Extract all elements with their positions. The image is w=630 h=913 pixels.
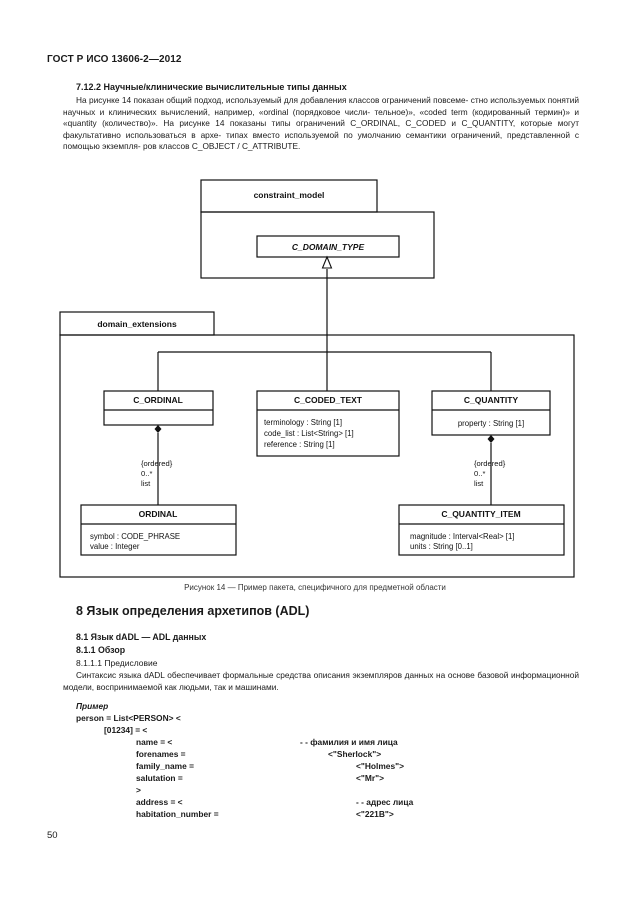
figure-caption: Рисунок 14 — Пример пакета, специфичного… xyxy=(184,583,446,592)
ordinal-multiplicity: {ordered} xyxy=(141,459,173,468)
section-8-1-1-title: 8.1.1 Обзор xyxy=(76,645,126,655)
c-quantity-label: C_QUANTITY xyxy=(464,395,519,405)
section-8-1-title: 8.1 Язык dADL — ADL данных xyxy=(76,632,207,642)
code-value: <"Holmes"> xyxy=(356,761,404,771)
c-coded-text-box xyxy=(256,390,400,457)
c-quantity-item-attr: magnitude : Interval<Real> [1] xyxy=(410,532,514,541)
constraint-model-label: constraint_model xyxy=(254,190,325,200)
c-coded-text-attr: reference : String [1] xyxy=(264,440,335,449)
composition-diamond-icon xyxy=(487,435,495,443)
quantity-multiplicity: list xyxy=(474,479,484,488)
paragraph-line: ограничений C_ORDINAL, C_CODED и C_QUANT… xyxy=(63,118,579,140)
ordinal-multiplicity: 0..* xyxy=(141,469,152,478)
c-coded-text-attr: code_list : List<String> [1] xyxy=(264,429,354,438)
domain-extensions-body xyxy=(59,334,575,578)
ordinal-box xyxy=(80,504,237,556)
c-domain-type-box xyxy=(256,235,400,258)
page-number: 50 xyxy=(47,830,58,841)
ordinal-attr: symbol : CODE_PHRASE xyxy=(90,532,180,541)
domain-extensions-label: domain_extensions xyxy=(97,319,177,329)
example-label: Пример xyxy=(76,701,109,711)
c-coded-text-attr: terminology : String [1] xyxy=(264,418,342,427)
section-8-title: 8 Язык определения архетипов (ADL) xyxy=(76,604,310,618)
c-quantity-box xyxy=(431,390,551,436)
section-7-12-2-title: 7.12.2 Научные/клинические вычислительны… xyxy=(76,82,347,92)
code-key: forenames = xyxy=(136,749,186,759)
c-coded-text-label: C_CODED_TEXT xyxy=(294,395,363,405)
code-comment: - - адрес лица xyxy=(356,797,414,807)
c-ordinal-box xyxy=(103,390,214,426)
section-8-paragraph: Синтаксис языка dADL обеспечивает формал… xyxy=(63,670,579,693)
c-quantity-item-attr: units : String [0..1] xyxy=(410,542,473,551)
generalization-arrow-icon xyxy=(321,255,333,269)
paragraph-line: тельное)», «coded term (кодированный тер… xyxy=(63,106,579,129)
code-key: name = < xyxy=(136,737,173,747)
constraint-model-tab xyxy=(200,179,378,213)
code-key: address = < xyxy=(136,797,183,807)
paragraph-line: ров классов C_OBJECT / C_ATTRIBUTE. xyxy=(143,141,301,152)
standard-header: ГОСТ Р ИСО 13606-2—2012 xyxy=(47,54,182,65)
c-quantity-item-box xyxy=(398,504,565,556)
section-8-1-1-1-title: 8.1.1.1 Предисловие xyxy=(76,658,158,668)
c-ordinal-label: C_ORDINAL xyxy=(133,395,183,405)
constraint-model-body xyxy=(200,211,435,279)
paragraph-line: На рисунке 14 показан общий подход, испо… xyxy=(76,95,469,105)
paragraph-line: типах вместо используемой по умолчанию с… xyxy=(63,129,580,152)
paragraph-line: базовой информационной модели, восприним… xyxy=(63,670,580,692)
ordinal-label: ORDINAL xyxy=(139,509,178,519)
code-value: <"Sherlock"> xyxy=(328,749,382,759)
code-value: <"221B"> xyxy=(356,809,394,819)
ordinal-attr: value : Integer xyxy=(90,542,140,551)
ordinal-multiplicity: list xyxy=(141,479,151,488)
c-quantity-attr: property : String [1] xyxy=(458,419,524,428)
code-line: [01234] = < xyxy=(104,725,148,735)
section-7-12-2-paragraph: На рисунке 14 показан общий подход, испо… xyxy=(63,95,579,153)
code-close: > xyxy=(136,785,141,795)
quantity-multiplicity: 0..* xyxy=(474,469,485,478)
code-comment: - - фамилия и имя лица xyxy=(300,737,398,747)
code-value: <"Mr"> xyxy=(356,773,384,783)
paragraph-line: стно используемых понятий научных и клин… xyxy=(63,95,579,117)
code-line: person = List<PERSON> < xyxy=(76,713,181,723)
c-quantity-item-label: C_QUANTITY_ITEM xyxy=(441,509,520,519)
composition-diamond-icon xyxy=(154,425,162,433)
quantity-multiplicity: {ordered} xyxy=(474,459,506,468)
code-key: habitation_number = xyxy=(136,809,219,819)
paragraph-line: Синтаксис языка dADL обеспечивает формал… xyxy=(76,670,475,680)
code-key: salutation = xyxy=(136,773,183,783)
c-domain-type-label: C_DOMAIN_TYPE xyxy=(292,242,365,252)
code-key: family_name = xyxy=(136,761,194,771)
domain-extensions-tab xyxy=(59,311,215,336)
